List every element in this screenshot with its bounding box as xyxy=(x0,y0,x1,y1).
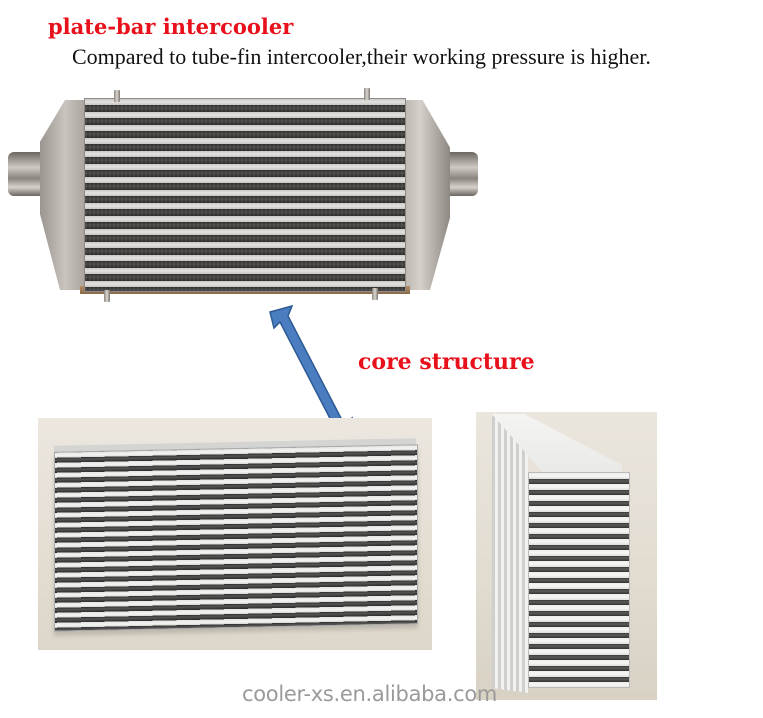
core-fins xyxy=(54,444,418,632)
mount-stud xyxy=(114,90,120,102)
right-end-tank xyxy=(400,100,450,290)
core-structure-label: core structure xyxy=(358,349,535,375)
page-title: plate-bar intercooler xyxy=(48,14,294,39)
side-core-photo xyxy=(476,412,657,700)
core-side-face xyxy=(492,416,528,694)
flat-core-photo xyxy=(38,418,432,650)
left-end-tank xyxy=(40,100,90,290)
assembled-intercooler-photo xyxy=(0,80,500,310)
page-subtitle: Compared to tube-fin intercooler,their w… xyxy=(72,44,651,69)
watermark: cooler-xs.en.alibaba.com xyxy=(242,682,498,706)
mount-stud xyxy=(104,290,110,302)
core-front-face xyxy=(528,472,630,688)
mount-stud xyxy=(364,88,370,100)
intercooler-core xyxy=(84,98,406,292)
mount-stud xyxy=(372,288,378,300)
